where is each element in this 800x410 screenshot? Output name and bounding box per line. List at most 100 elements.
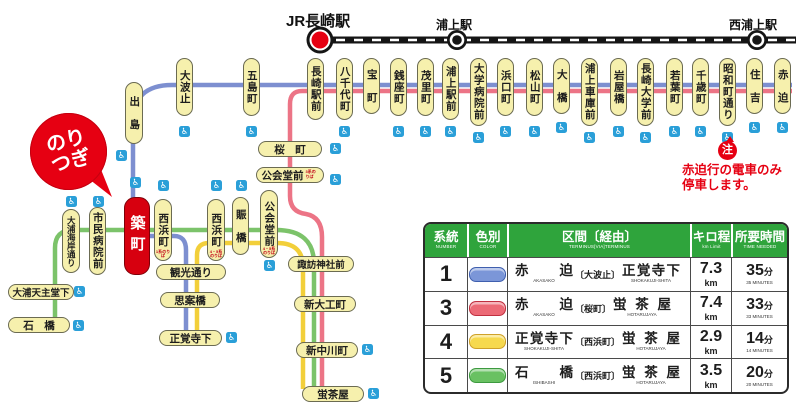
wheelchair-icon: ♿ [669, 126, 680, 137]
route-color-swatch [469, 266, 506, 282]
wheelchair-icon: ♿ [116, 150, 127, 161]
terminus-to-romaji: HOTARUJAYA [627, 312, 657, 318]
station-name: 宝 町 [365, 68, 378, 104]
header-ja-label: 区間〔経由〕 [561, 230, 637, 244]
wheelchair-icon: ♿ [556, 122, 567, 133]
station-name: 浦上駅前 [444, 66, 457, 112]
wheelchair-icon: ♿ [330, 143, 341, 154]
station-name: 五島町 [245, 69, 258, 105]
time-value: 20 [746, 363, 764, 381]
station-box: 千歳町 [692, 58, 709, 116]
station-box: 蛍茶屋 [302, 386, 364, 402]
station-name: 昭和町通り [721, 63, 734, 121]
table-header-cell: 区間〔経由〕TERMINUS[VIA]TERMINUS [507, 224, 690, 257]
station-name: 諏訪神社前 [297, 260, 345, 271]
station-name: 岩屋橋 [612, 69, 625, 105]
distance-value: 7.4 [699, 294, 723, 312]
station-box: 大 橋 [553, 58, 570, 114]
terminus-from-name: 赤迫 [515, 297, 573, 313]
time-unit: 分 [763, 334, 773, 345]
station-name: 住 吉 [748, 68, 761, 104]
header-ja-label: キロ程 [692, 230, 731, 244]
station-name: 観光通り [170, 266, 212, 279]
station-name: 長崎大学前 [639, 63, 652, 121]
station-name: 若葉町 [668, 69, 681, 105]
station-name: 思案橋 [174, 294, 206, 307]
color-cell [467, 258, 507, 291]
wheelchair-icon: ♿ [695, 126, 706, 137]
jr-nagasaki-station-marker [306, 26, 334, 54]
station-box: 昭和町通り [719, 58, 736, 126]
station-box: 市民病院前 [89, 207, 106, 275]
distance-unit: km [704, 278, 718, 289]
station-box: 観光通り [156, 264, 226, 280]
terminus-from-romaji: ISHIBASHI [532, 379, 556, 385]
wheelchair-icon: ♿ [749, 122, 760, 133]
station-box: 大浦海岸通り [62, 209, 80, 273]
color-cell [467, 359, 507, 392]
route-3-red-line [287, 88, 792, 389]
terminus-from-name: 正覚寺下 [515, 330, 573, 346]
station-name: 石 橋 [23, 319, 55, 332]
wheelchair-icon: ♿ [73, 320, 84, 331]
station-box: 長崎駅前 [307, 58, 324, 120]
station-name: 大 橋 [555, 68, 568, 104]
station-name: 出 島 [128, 95, 141, 131]
station-box: 浜口町 [497, 58, 514, 116]
station-name: 茂里町 [419, 69, 432, 105]
time-romaji: 33 MINUTES [746, 314, 773, 320]
header-en-label: NUMBER [435, 244, 457, 249]
wheelchair-icon: ♿ [236, 180, 247, 191]
station-box: 銭座町 [390, 58, 407, 116]
distance-unit: km [704, 379, 718, 390]
note-icon: 注 [718, 136, 737, 160]
station-name: 新中川町 [306, 344, 348, 357]
station-box: 大学病院前 [470, 58, 487, 126]
station-box: 五島町 [243, 58, 260, 116]
terminus-from-name: 石橋 [515, 364, 573, 380]
station-name: 蛍茶屋 [317, 388, 349, 401]
jr-nishi-urakami-station-marker [747, 30, 767, 50]
station-name: 賑 橋 [234, 208, 247, 244]
station-box: 岩屋橋 [610, 58, 627, 116]
header-ja-label: 色別 [475, 230, 501, 244]
wheelchair-icon: ♿ [393, 126, 404, 137]
color-cell [467, 325, 507, 359]
route-color-swatch [469, 368, 506, 384]
wheelchair-icon: ♿ [179, 126, 190, 137]
time-value: 35 [746, 262, 764, 280]
time-romaji: 14 MINUTES [746, 347, 773, 353]
time-value: 33 [746, 296, 764, 314]
via-label: 〔大波止〕 [575, 269, 621, 280]
wheelchair-icon: ♿ [368, 388, 379, 399]
time-unit: 分 [763, 267, 773, 278]
station-platform-note: 1系のりば [155, 248, 171, 259]
station-name: 西浜町 [210, 212, 223, 248]
terminus-from-romaji: AKASAKO [533, 312, 555, 318]
station-box: 大浦天主堂下 [8, 284, 74, 300]
